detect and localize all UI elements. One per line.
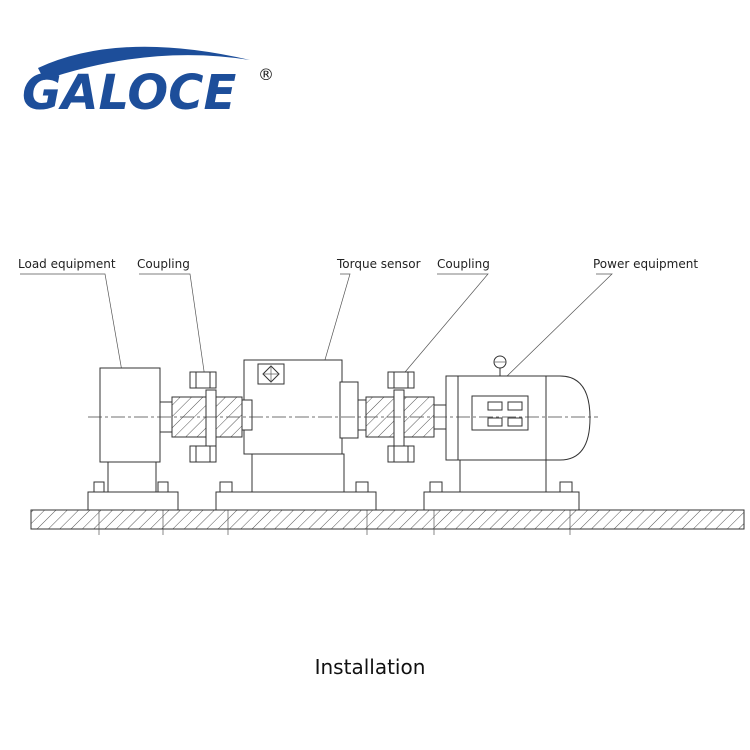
- figure-caption: Installation: [315, 655, 426, 679]
- logo-text: GALOCE: [22, 65, 236, 121]
- registered-mark: ®: [258, 65, 274, 84]
- logo-swoosh: [38, 46, 250, 80]
- label-torque-sensor: Torque sensor: [336, 257, 421, 271]
- label-coupling-left: Coupling: [137, 257, 190, 271]
- power-equipment: [423, 355, 591, 511]
- load-equipment: [87, 367, 179, 511]
- label-load-equipment: Load equipment: [18, 257, 116, 271]
- brand-logo: GALOCE ®: [22, 46, 274, 121]
- leader-lines: [20, 273, 613, 384]
- label-coupling-right: Coupling: [437, 257, 490, 271]
- label-power-equipment: Power equipment: [593, 257, 698, 271]
- torque-sensor: [215, 359, 377, 511]
